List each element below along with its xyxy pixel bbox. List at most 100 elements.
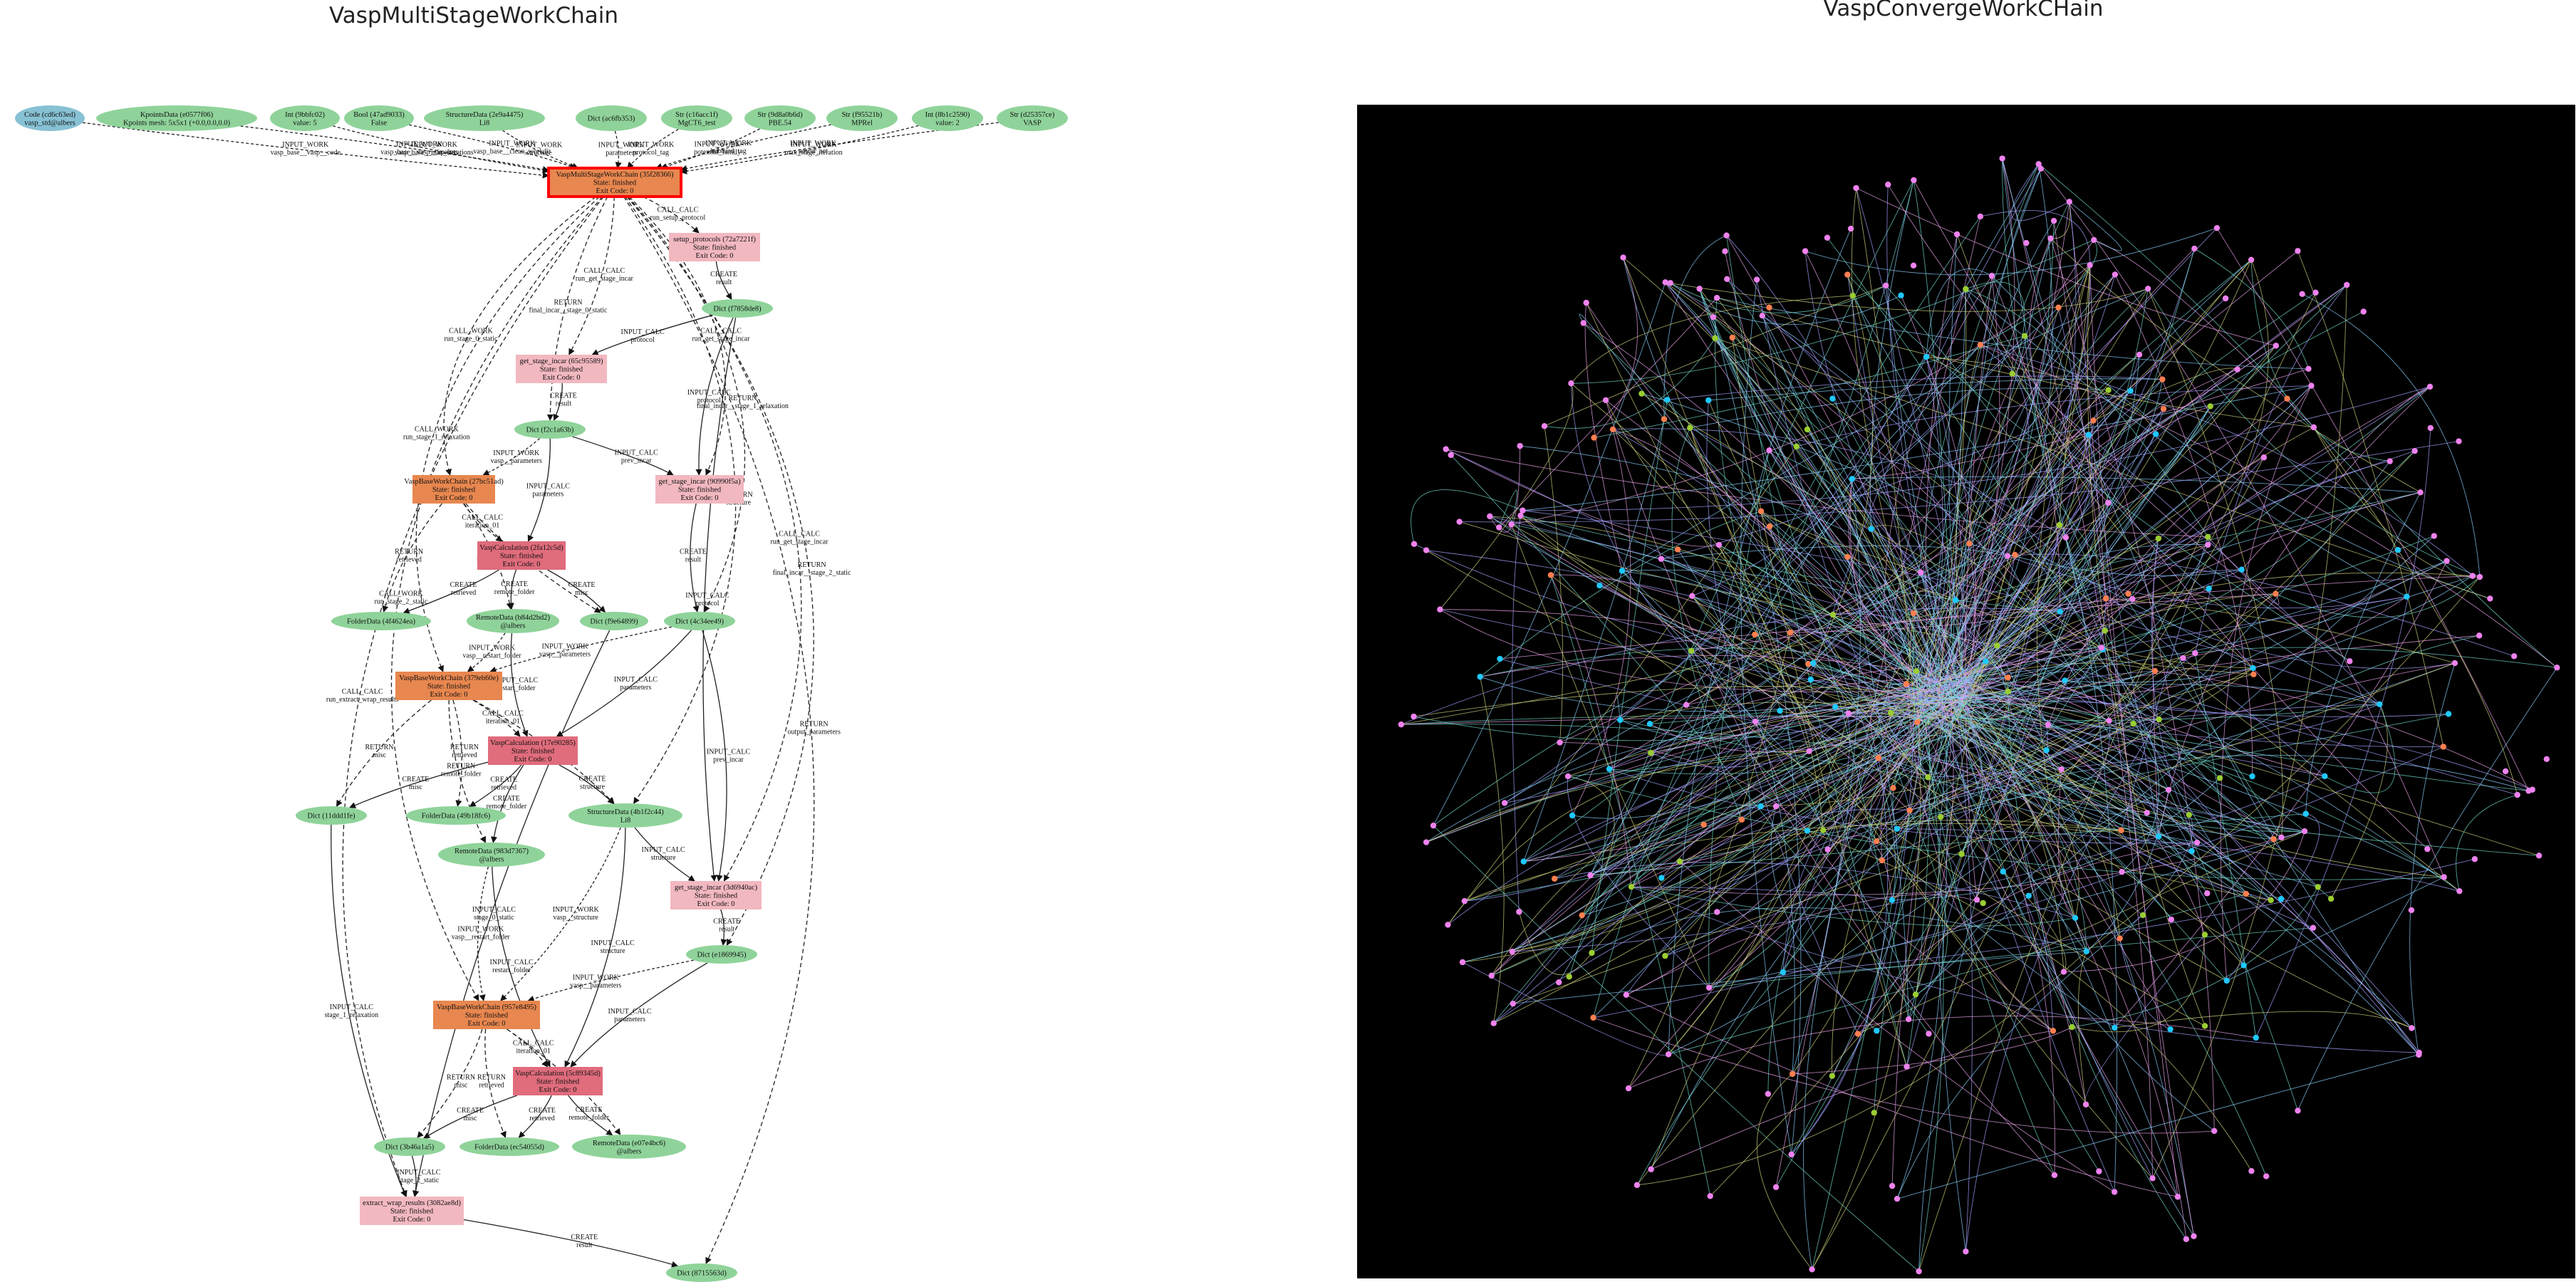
network-node [1875,755,1882,761]
node-rem2[interactable]: RemoteData (983d7367)@albers [438,843,545,867]
node-incar1[interactable]: get_stage_incar (90990f5a)State: finishe… [655,475,744,504]
node-wc3[interactable]: VaspBaseWorkChain (957e8495)State: finis… [433,1001,540,1029]
network-node [1520,858,1527,865]
node-dictmisc1[interactable]: Dict (f9e64899) [580,612,648,630]
network-edge [1884,683,1967,693]
network-node [1916,1268,1922,1275]
network-node [2062,534,2069,541]
node-wc1[interactable]: VaspBaseWorkChain (27bc51ad)State: finis… [404,475,504,504]
edge-label: CREATE [713,917,740,925]
node-str1[interactable]: Str (c16acc1f)MgCT6_test [661,105,732,131]
node-fold2[interactable]: FolderData (49b18fc6) [406,806,506,825]
network-node [1579,912,1585,919]
node-bool[interactable]: Bool (47ad9033)False [344,105,414,131]
network-edge [1925,221,2055,684]
network-edge [2038,164,2445,877]
network-edge [1940,713,1982,818]
network-edge [1691,595,2271,901]
node-dictmisc3[interactable]: Dict (3b46a1a5) [374,1137,445,1156]
node-code[interactable]: Code (cd6c63ed)vasp_std@albers [15,105,85,131]
node-layer: Code (cd6c63ed)vasp_std@albers KpointsDat… [15,105,1068,1282]
network-edge [1550,574,1927,705]
network-node [1658,875,1665,881]
network-node [2302,811,2309,817]
node-struct2[interactable]: StructureData (4b1f2c44)Li8 [568,803,682,828]
data-node-ellipse [459,1137,559,1156]
edge-line [547,569,606,613]
node-incar2[interactable]: get_stage_incar (3d6940ac)State: finishe… [670,881,762,910]
network-edge [1668,716,1935,1055]
node-int5[interactable]: Int (9bbfc02)value: 5 [270,105,340,131]
network-edge [2168,635,2480,791]
node-dict2[interactable]: Dict (f2c1a63b) [514,420,586,439]
node-setup[interactable]: setup_protocols (72a7221f)State: finishe… [669,233,760,261]
network-edge [2158,386,2431,837]
network-edge [1523,676,1967,863]
edge-label: CALL_CALC [700,328,742,335]
node-kpoints[interactable]: KpointsData (e0577f06)Kpoints mesh: 5x5x… [96,105,257,131]
network-edge [2152,284,2347,1179]
network-edge [1919,265,2091,695]
network-edge [1605,400,1931,719]
node-extract[interactable]: extract_wrap_results (3082ae8d)State: fi… [360,1197,464,1225]
node-calc1[interactable]: VaspCalculation (2fa12c5d)State: finishe… [477,541,566,570]
edge-line [680,125,919,174]
network-node [2060,969,2067,975]
node-label: Li8 [479,119,490,127]
node-rem1[interactable]: RemoteData (b84d2bd2)@albers [467,609,559,633]
network-node [2238,566,2245,573]
network-edge [1480,655,1917,677]
network-edge [2121,536,2208,830]
node-fold3[interactable]: FolderData (ec54055d) [459,1137,559,1156]
node-structin[interactable]: StructureData (2e9a4475)Li8 [424,105,545,131]
node-incar0[interactable]: get_stage_incar (65c95589)State: finishe… [516,355,607,383]
network-edge [1944,265,2091,677]
node-rem3[interactable]: RemoteData (e07e4bc6)@albers [572,1135,686,1159]
network-edge [1790,598,2107,633]
node-dict3[interactable]: Dict (4c34ee49) [664,612,735,630]
network-node [1903,681,1910,687]
network-node [2268,897,2274,904]
node-dictmisc2[interactable]: Dict (11ddd1fe) [296,806,367,825]
network-edge [1913,202,2070,679]
node-label: Exit Code: 0 [695,252,733,260]
network-node [2248,1167,2255,1174]
network-edge [1851,187,1933,694]
node-calc2[interactable]: VaspCalculation (17e90285)State: finishe… [488,736,578,765]
node-dict4[interactable]: Dict (e1869945) [686,945,757,964]
network-node [1832,704,1839,710]
network-edge [1938,682,2159,720]
node-dictin[interactable]: Dict (ac6fb353) [576,105,647,131]
network-edge [1498,489,1518,528]
data-node-ellipse [467,609,559,633]
node-dict1[interactable]: Dict (f7858de8) [702,299,773,318]
node-str4[interactable]: Str (d25357ce)VASP [997,105,1068,131]
network-edge [1480,676,1967,712]
network-edge [1626,894,1983,996]
node-int2[interactable]: Int (8b1c2590)value: 2 [912,105,983,131]
network-node [2469,573,2476,579]
node-label: State: finished [465,1012,509,1020]
network-node [1487,513,1493,520]
network-edge [1665,288,2149,957]
node-fold1[interactable]: FolderData (4f4624ea) [331,612,431,630]
network-edge [1896,662,2456,830]
node-dictout[interactable]: Dict (8715563d) [666,1263,737,1282]
network-edge [1915,703,2172,920]
node-calc3[interactable]: VaspCalculation (5c89345d)State: finishe… [513,1067,603,1095]
node-wc2[interactable]: VaspBaseWorkChain (379eb60e)State: finis… [395,672,502,700]
network-edge [2119,938,2171,1030]
network-edge [1718,544,2054,1031]
node-main[interactable]: VaspMultiStageWorkChain (35f28366)State:… [547,167,682,198]
network-edge [1915,356,1943,716]
node-str2[interactable]: Str (9d8a0b6d)PBE.54 [744,105,816,131]
network-edge [1916,709,2178,1197]
edge-line [500,827,621,1001]
network-edge [1520,515,2060,612]
edge-label: RETURN [395,548,423,556]
node-str3[interactable]: Str (f95521b)MPRel [826,105,898,131]
network-edge [1670,282,2160,720]
